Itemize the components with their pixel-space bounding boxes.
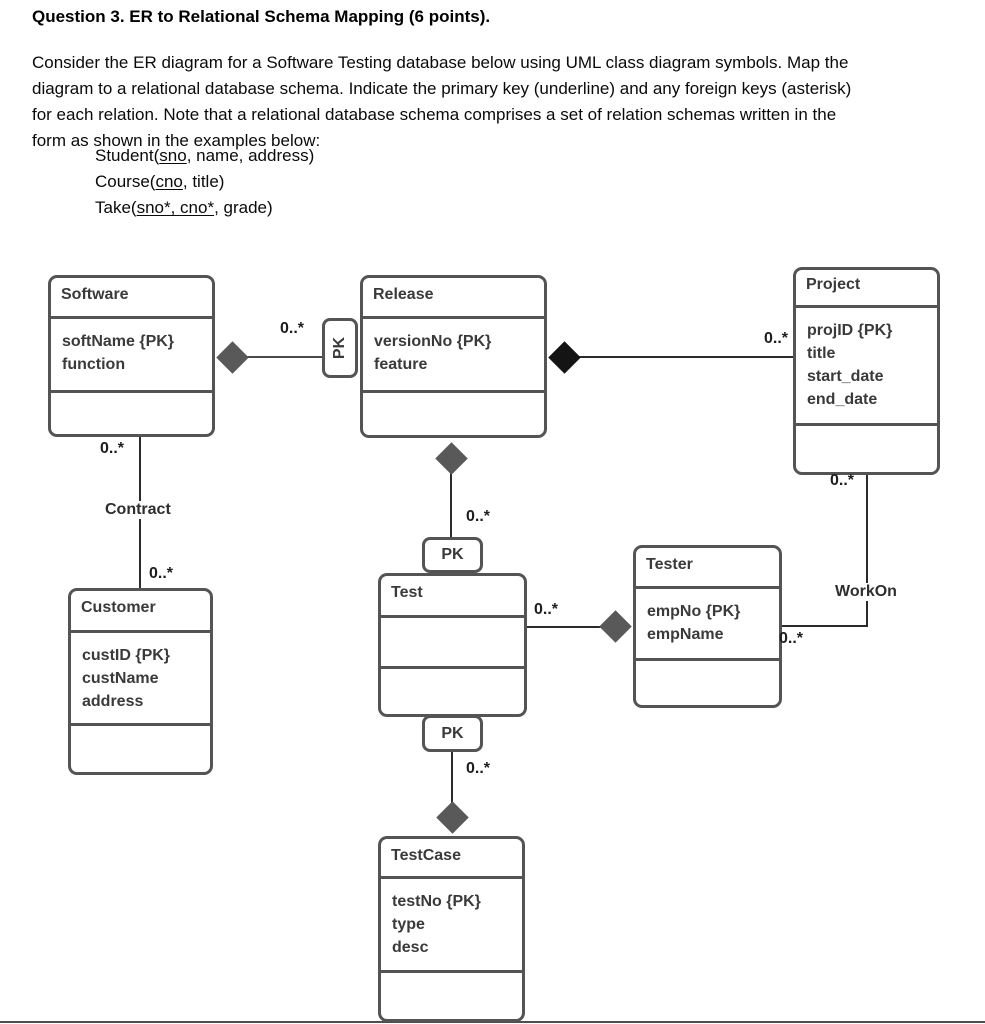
attribute: empNo {PK} — [647, 603, 741, 620]
attribute: type — [392, 916, 425, 933]
link-release-project — [579, 356, 795, 358]
attribute: address — [82, 693, 144, 710]
entity-attributes: custID {PK} custName address — [71, 630, 210, 723]
entity-attributes — [381, 615, 524, 666]
entity-software: Software softName {PK} function — [48, 275, 215, 437]
entity-test: Test — [378, 573, 527, 717]
entity-empty-compartment — [796, 423, 937, 472]
multiplicity-label: 0..* — [779, 630, 804, 647]
attribute: custName — [82, 670, 159, 687]
attribute: end_date — [807, 391, 878, 408]
pk-port-test-top: PK — [422, 537, 483, 573]
link-test-tester — [527, 626, 606, 628]
entity-attributes: projID {PK} title start_date end_date — [796, 305, 937, 423]
entity-release: Release versionNo {PK} feature — [360, 275, 547, 438]
pk-port-label: PK — [441, 546, 464, 563]
body-line: Consider the ER diagram for a Software T… — [32, 53, 849, 72]
example-take: Take(sno*, cno*, grade) — [95, 195, 314, 221]
example-text: Student( — [95, 146, 160, 165]
relationship-label-contract: Contract — [103, 501, 173, 519]
entity-attributes: softName {PK} function — [51, 316, 212, 390]
entity-attributes: testNo {PK} type desc — [381, 876, 522, 970]
example-underlined: sno*, cno* — [136, 198, 215, 217]
example-text: , name, address) — [186, 146, 315, 165]
example-text: Take( — [95, 198, 137, 217]
entity-title: Test — [391, 584, 423, 601]
attribute: empName — [647, 626, 724, 643]
body-line: form as shown in the examples below: — [32, 131, 321, 150]
multiplicity-label: 0..* — [764, 330, 789, 347]
example-text: , grade) — [214, 198, 273, 217]
attribute: custID {PK} — [82, 647, 171, 664]
entity-customer: Customer custID {PK} custName address — [68, 588, 213, 775]
multiplicity-label: 0..* — [149, 565, 174, 582]
entity-empty-compartment — [363, 390, 544, 435]
question-title: Question 3. ER to Relational Schema Mapp… — [32, 7, 491, 26]
entity-empty-compartment — [636, 658, 779, 705]
body-line: diagram to a relational database schema.… — [32, 79, 852, 98]
attribute: versionNo {PK} — [374, 333, 492, 350]
entity-attributes: empNo {PK} empName — [636, 586, 779, 658]
aggregation-diamond-project — [548, 341, 581, 374]
example-text: Course( — [95, 172, 156, 191]
question-body: Consider the ER diagram for a Software T… — [32, 50, 851, 154]
example-course: Course(cno, title) — [95, 169, 314, 195]
link-software-release — [246, 356, 324, 358]
entity-title: Tester — [646, 556, 693, 573]
entity-empty-compartment — [71, 723, 210, 772]
aggregation-diamond-software — [216, 341, 249, 374]
link-release-test — [450, 470, 452, 540]
attribute: feature — [374, 356, 428, 373]
body-line: for each relation. Note that a relationa… — [32, 105, 837, 124]
entity-tester: Tester empNo {PK} empName — [633, 545, 782, 708]
entity-empty-compartment — [381, 666, 524, 714]
multiplicity-label: 0..* — [100, 440, 125, 457]
entity-project: Project projID {PK} title start_date end… — [793, 267, 940, 475]
pk-port-label: PK — [330, 336, 348, 360]
link-workon-vertical — [866, 475, 868, 627]
pk-port-label: PK — [441, 724, 464, 742]
page-bottom-edge — [0, 1021, 985, 1023]
attribute: title — [807, 345, 836, 362]
link-workon-horizontal — [782, 625, 868, 627]
entity-empty-compartment — [381, 970, 522, 1019]
multiplicity-label: 0..* — [830, 472, 855, 489]
example-underlined: sno — [159, 146, 187, 165]
aggregation-diamond-testcase — [436, 801, 469, 834]
attribute: function — [62, 356, 126, 373]
example-underlined: cno — [155, 172, 183, 191]
relationship-label-workon: WorkOn — [833, 583, 899, 601]
attribute: desc — [392, 939, 429, 956]
attribute: softName {PK} — [62, 333, 175, 350]
entity-title: TestCase — [391, 847, 461, 864]
schema-examples: Student(sno, name, address) Course(cno, … — [95, 143, 314, 221]
entity-testcase: TestCase testNo {PK} type desc — [378, 836, 525, 1022]
multiplicity-label: 0..* — [280, 320, 305, 337]
entity-attributes: versionNo {PK} feature — [363, 316, 544, 390]
aggregation-diamond-release — [435, 442, 468, 475]
multiplicity-label: 0..* — [466, 760, 491, 777]
aggregation-diamond-tester — [599, 610, 632, 643]
attribute: start_date — [807, 368, 884, 385]
example-student: Student(sno, name, address) — [95, 143, 314, 169]
link-test-testcase — [451, 750, 453, 808]
entity-title: Release — [373, 286, 434, 303]
entity-title: Project — [806, 276, 861, 293]
entity-title: Software — [61, 286, 129, 303]
attribute: projID {PK} — [807, 322, 893, 339]
entity-empty-compartment — [51, 390, 212, 434]
multiplicity-label: 0..* — [534, 601, 559, 618]
attribute: testNo {PK} — [392, 893, 481, 910]
pk-port-release: PK — [322, 318, 358, 378]
pk-port-test-bottom: PK — [422, 715, 483, 752]
example-text: , title) — [182, 172, 225, 191]
multiplicity-label: 0..* — [466, 508, 491, 525]
entity-title: Customer — [81, 599, 156, 616]
